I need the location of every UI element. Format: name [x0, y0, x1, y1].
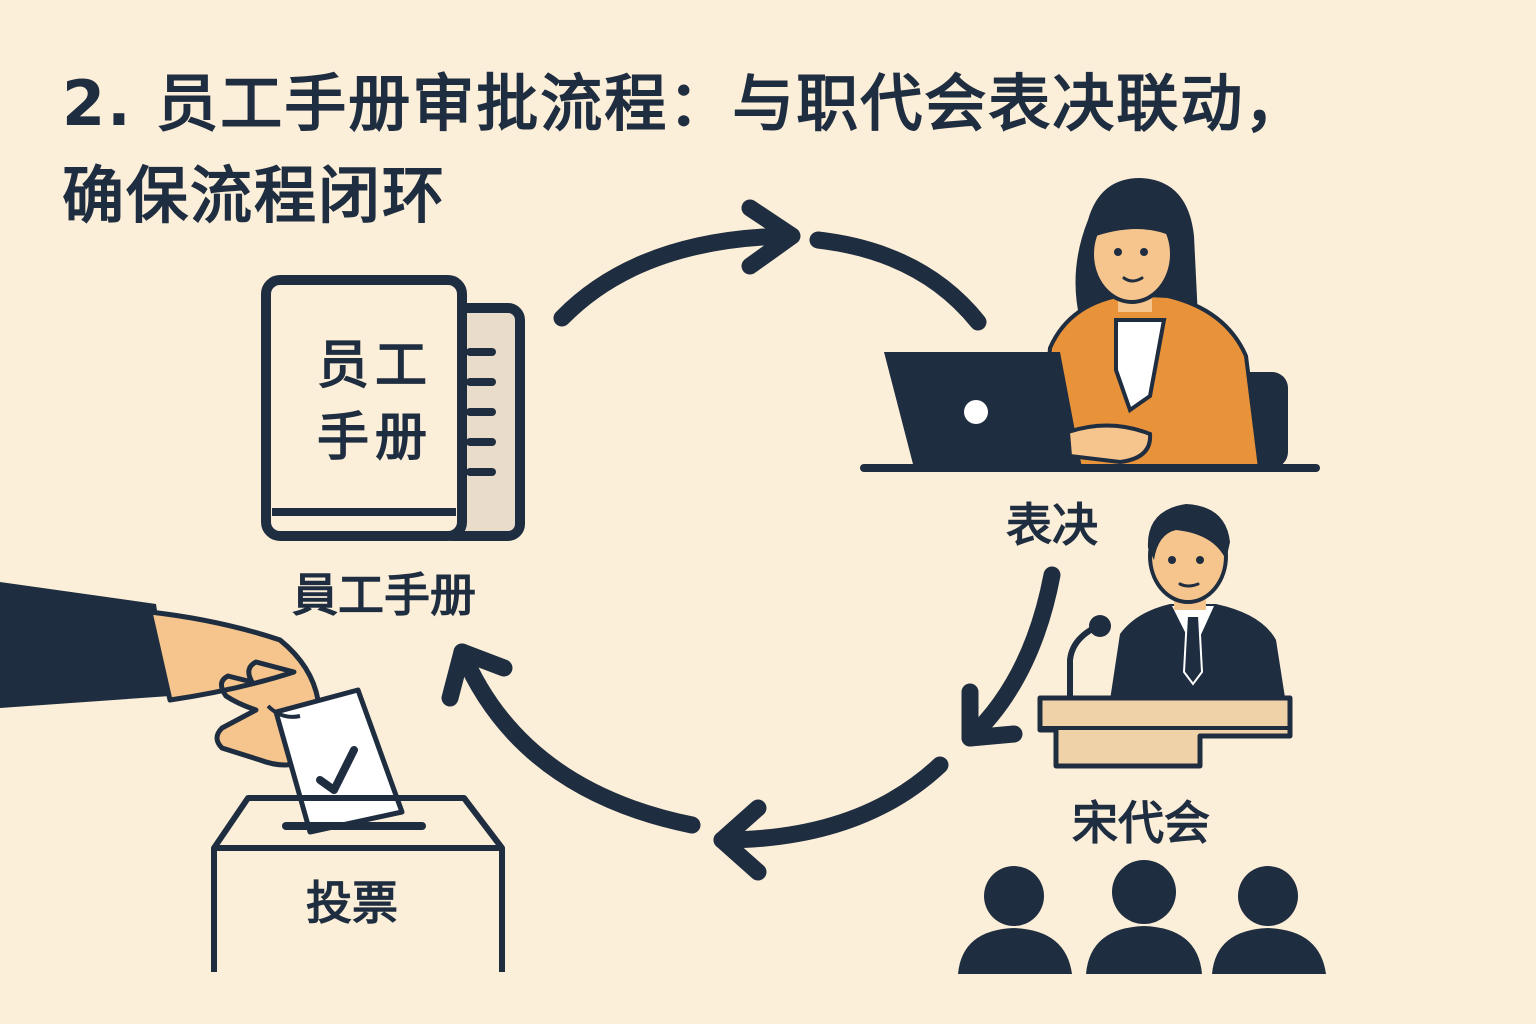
arrow-right-down — [961, 566, 1061, 747]
arrow-left-up — [453, 643, 701, 834]
arrowhead-right — [961, 683, 1023, 747]
handbook-cover-line-1: 员工 — [316, 336, 433, 396]
arrowhead-left — [441, 643, 513, 707]
arrowhead-bottom — [713, 799, 767, 881]
arrowhead-top — [741, 199, 801, 275]
woman-at-laptop-illustration — [860, 178, 1320, 472]
cycle-arrows — [441, 199, 1061, 881]
audience-people-icons — [958, 860, 1326, 974]
arrow-top-right — [809, 231, 987, 331]
arrow-top-left — [553, 227, 799, 327]
handbook-cover-line-2: 手册 — [316, 408, 433, 468]
title-line-2: 确保流程闭环 — [62, 159, 447, 232]
ballot-box-label: 投票 — [306, 876, 398, 930]
handbook-caption: 員工手册 — [292, 568, 476, 622]
title-line-1: 2. 员工手册审批流程：与职代会表决联动， — [62, 67, 1309, 140]
handbook-icon — [261, 275, 525, 541]
speaker-at-podium-illustration — [1037, 504, 1293, 769]
congress-caption: 宋代会 — [1072, 796, 1210, 850]
vote-caption: 表决 — [1006, 498, 1098, 552]
handbook-cover-title: 员工 手册 — [300, 330, 450, 474]
ballot-box-icon — [211, 795, 505, 972]
page-title: 2. 员工手册审批流程：与职代会表决联动， 确保流程闭环 — [62, 58, 1502, 242]
arrow-bottom — [713, 756, 949, 849]
